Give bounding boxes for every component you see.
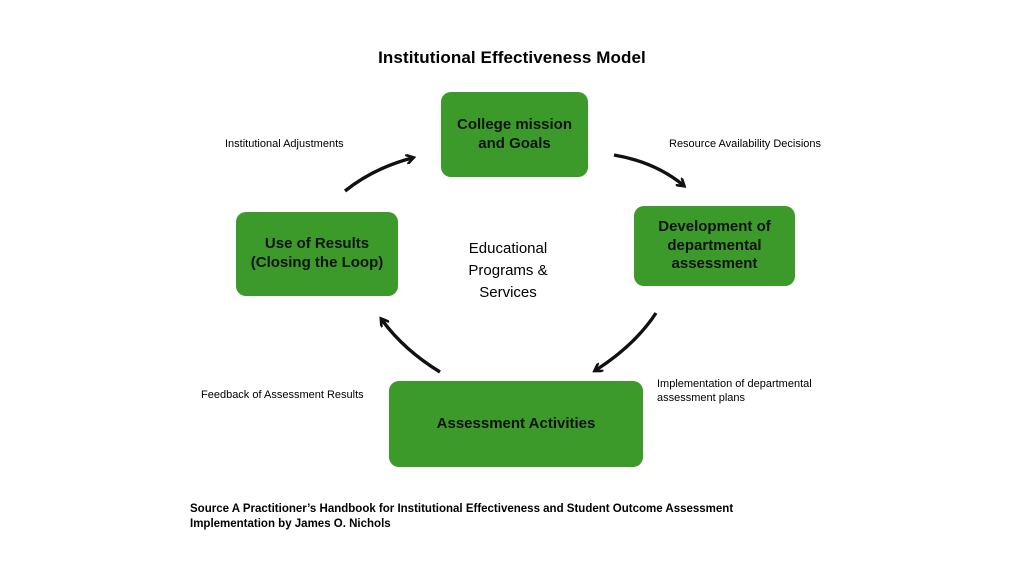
institutional-adjustments-label: Institutional Adjustments [225, 138, 344, 150]
arrow-development-to-assessment [596, 312, 658, 370]
source-citation: Source A Practitioner’s Handbook for Ins… [190, 503, 734, 530]
use-of-results-label: Use of Results (Closing the Loop) [250, 235, 384, 271]
assessment-activities-label: Assessment Activities [436, 414, 596, 432]
development-label: Development of departmental assessment [658, 217, 771, 273]
development-box: Development of departmental assessment [634, 206, 795, 286]
implementation-label: Implementation of departmental assessmen… [657, 378, 812, 404]
feedback-label: Feedback of Assessment Results [201, 389, 364, 401]
arrow-mission-to-development [613, 153, 683, 185]
use-of-results-box: Use of Results (Closing the Loop) [236, 212, 398, 296]
center-text: Educational Programs & Services [468, 240, 548, 301]
resource-availability-label: Resource Availability Decisions [669, 138, 822, 150]
arrow-use-to-mission [343, 158, 412, 193]
assessment-activities-box: Assessment Activities [389, 381, 643, 467]
college-mission-box: College mission and Goals [441, 92, 588, 177]
diagram-title: Institutional Effectiveness Model [378, 48, 646, 67]
college-mission-label: College mission and Goals [456, 115, 573, 152]
arrow-assessment-to-use [382, 320, 441, 374]
